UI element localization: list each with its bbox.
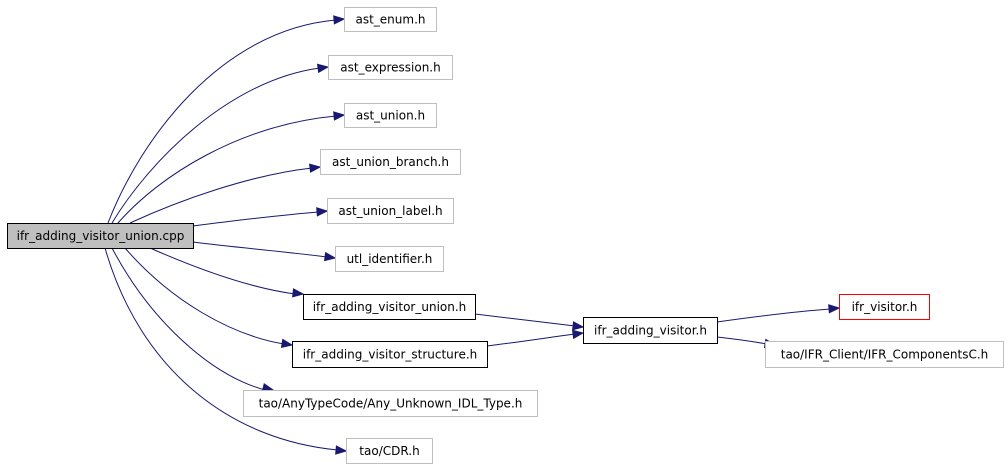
- arrowhead-ast_union_label: [316, 207, 329, 217]
- node-ifr-adding-visitor[interactable]: ifr_adding_visitor.h: [583, 317, 718, 344]
- edge-root-to-ast_union_branch: [129, 167, 313, 224]
- node-label: ifr_adding_visitor_union.h: [313, 300, 467, 314]
- node-cdr[interactable]: tao/CDR.h: [346, 438, 433, 464]
- edge-ifr_adding_visitor-to-ifr_components: [716, 336, 768, 345]
- node-box: [7, 223, 194, 249]
- node-utl-identifier[interactable]: utl_identifier.h: [335, 246, 444, 272]
- edge-ifr_adding_visitor_union-to-ifr_adding_visitor: [474, 313, 576, 327]
- edge-root-to-utl_identifier: [192, 241, 328, 258]
- node-box: [583, 317, 718, 344]
- node-label: ast_union.h: [356, 109, 425, 123]
- node-any-unknown[interactable]: tao/AnyTypeCode/Any_Unknown_IDL_Type.h: [243, 390, 538, 417]
- arrowhead-ast_union: [333, 111, 346, 121]
- nodes-layer: ifr_adding_visitor_union.cpp ast_enum.has…: [7, 7, 1004, 464]
- edge-ifr_adding_visitor_structure-to-ifr_adding_visitor: [486, 333, 576, 347]
- node-box: [327, 198, 454, 224]
- node-label: utl_identifier.h: [347, 252, 433, 266]
- node-label: ast_expression.h: [340, 61, 440, 75]
- node-box: [346, 438, 433, 464]
- arrowhead-utl_identifier: [323, 251, 337, 262]
- node-label: ast_enum.h: [355, 13, 425, 27]
- arrowhead-ifr_adding_visitor: [571, 329, 585, 340]
- node-box: [303, 294, 476, 320]
- edge-root-to-ast_union: [117, 115, 337, 224]
- arrowhead-ifr_adding_visitor_structure: [280, 338, 294, 349]
- node-ifr-visitor[interactable]: ifr_visitor.h: [839, 294, 930, 320]
- node-label: ifr_adding_visitor_structure.h: [303, 348, 478, 362]
- edge-root-to-ast_union_label: [192, 211, 320, 227]
- arrowhead-ifr_visitor: [828, 304, 841, 314]
- node-box: [839, 294, 930, 320]
- node-ast-expression[interactable]: ast_expression.h: [328, 55, 453, 80]
- arrowhead-ifr_adding_visitor_union: [292, 288, 305, 298]
- node-box: [344, 7, 437, 32]
- node-root: ifr_adding_visitor_union.cpp: [7, 223, 194, 249]
- arrowhead-ast_expression: [316, 63, 330, 74]
- edge-ifr_adding_visitor-to-ifr_visitor: [716, 308, 832, 323]
- node-ifr-adding-visitor-structure[interactable]: ifr_adding_visitor_structure.h: [292, 341, 488, 368]
- node-box: [328, 55, 453, 80]
- node-label: ast_union_label.h: [338, 204, 442, 218]
- node-label: tao/AnyTypeCode/Any_Unknown_IDL_Type.h: [259, 397, 523, 411]
- node-box: [292, 341, 488, 368]
- node-box: [344, 103, 437, 128]
- arrowhead-cdr: [335, 445, 348, 455]
- arrowhead-ast_enum: [333, 15, 346, 25]
- node-box: [243, 390, 538, 417]
- node-label: ast_union_branch.h: [332, 155, 449, 169]
- edge-root-to-any_unknown: [111, 247, 266, 391]
- node-ast-union-branch[interactable]: ast_union_branch.h: [320, 149, 461, 175]
- edge-root-to-ast_enum: [107, 19, 337, 224]
- edge-root-to-cdr: [104, 247, 339, 451]
- edge-root-to-ast_expression: [111, 67, 321, 224]
- node-label: tao/IFR_Client/IFR_ComponentsC.h: [781, 348, 989, 362]
- node-ast-enum[interactable]: ast_enum.h: [344, 7, 437, 32]
- node-box: [320, 149, 461, 175]
- arrowhead-ast_union_branch: [309, 163, 322, 173]
- node-label: ifr_visitor.h: [852, 300, 918, 314]
- node-label: ifr_adding_visitor_union.cpp: [17, 229, 185, 243]
- edge-root-to-ifr_adding_visitor_union: [149, 247, 296, 295]
- node-ifr-adding-visitor-union[interactable]: ifr_adding_visitor_union.h: [303, 294, 476, 320]
- node-ifr-components[interactable]: tao/IFR_Client/IFR_ComponentsC.h: [765, 341, 1004, 368]
- node-box: [765, 341, 1004, 368]
- arrowhead-ifr_adding_visitor: [572, 321, 585, 331]
- node-label: tao/CDR.h: [359, 444, 419, 458]
- edge-root-to-ifr_adding_visitor_structure: [124, 247, 285, 345]
- node-ast-union-label[interactable]: ast_union_label.h: [327, 198, 454, 224]
- edges-layer: [104, 15, 841, 455]
- node-box: [335, 246, 444, 272]
- node-label: ifr_adding_visitor.h: [594, 324, 707, 338]
- node-ast-union[interactable]: ast_union.h: [344, 103, 437, 128]
